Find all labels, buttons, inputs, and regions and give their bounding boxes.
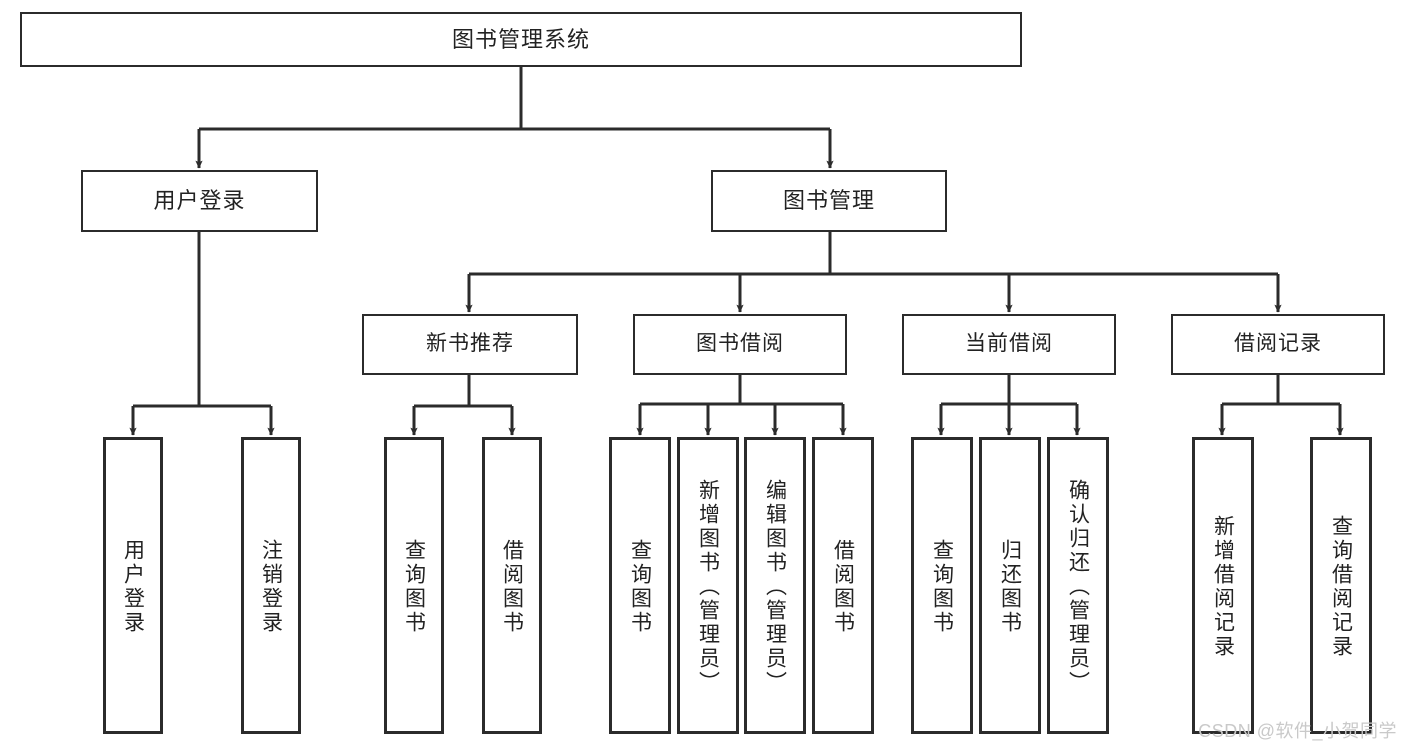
node-leaf-return-book-label: 归还图书 bbox=[998, 538, 1022, 635]
node-leaf-query-book-2-label: 查询图书 bbox=[628, 538, 652, 635]
node-leaf-query-book-3[interactable]: 查询图书 bbox=[911, 437, 973, 734]
node-leaf-query-book-1[interactable]: 查询图书 bbox=[384, 437, 444, 734]
node-book-management-label: 图书管理 bbox=[782, 188, 875, 214]
node-book-management[interactable]: 图书管理 bbox=[711, 170, 947, 232]
node-root-label: 图书管理系统 bbox=[451, 26, 590, 52]
node-root[interactable]: 图书管理系统 bbox=[20, 12, 1022, 67]
node-borrow-record-label: 借阅记录 bbox=[1234, 332, 1322, 356]
node-leaf-query-book-2[interactable]: 查询图书 bbox=[609, 437, 671, 734]
node-new-book-recommend-label: 新书推荐 bbox=[426, 332, 514, 356]
node-current-borrow-label: 当前借阅 bbox=[965, 332, 1053, 356]
node-leaf-confirm-return[interactable]: 确认归还（管理员） bbox=[1047, 437, 1109, 734]
node-user-login-label: 用户登录 bbox=[153, 188, 246, 214]
node-leaf-query-record-label: 查询借阅记录 bbox=[1329, 514, 1353, 659]
node-borrow-record[interactable]: 借阅记录 bbox=[1171, 314, 1385, 375]
node-leaf-borrow-book-1[interactable]: 借阅图书 bbox=[482, 437, 542, 734]
node-book-borrow[interactable]: 图书借阅 bbox=[633, 314, 847, 375]
node-new-book-recommend[interactable]: 新书推荐 bbox=[362, 314, 578, 375]
node-leaf-query-book-3-label: 查询图书 bbox=[930, 538, 954, 635]
node-leaf-logout-login-label: 注销登录 bbox=[259, 538, 283, 635]
node-leaf-edit-book[interactable]: 编辑图书（管理员） bbox=[744, 437, 806, 734]
node-leaf-borrow-book-1-label: 借阅图书 bbox=[500, 538, 524, 635]
node-book-borrow-label: 图书借阅 bbox=[696, 332, 784, 356]
node-leaf-logout-login[interactable]: 注销登录 bbox=[241, 437, 301, 734]
node-leaf-borrow-book-2[interactable]: 借阅图书 bbox=[812, 437, 874, 734]
node-leaf-query-book-1-label: 查询图书 bbox=[402, 538, 426, 635]
node-leaf-add-record[interactable]: 新增借阅记录 bbox=[1192, 437, 1254, 734]
node-user-login[interactable]: 用户登录 bbox=[81, 170, 318, 232]
node-leaf-borrow-book-2-label: 借阅图书 bbox=[831, 538, 855, 635]
node-leaf-query-record[interactable]: 查询借阅记录 bbox=[1310, 437, 1372, 734]
watermark-text: CSDN @软件_小贺同学 bbox=[1198, 721, 1397, 741]
node-leaf-edit-book-label: 编辑图书（管理员） bbox=[763, 478, 787, 695]
node-leaf-user-login-label: 用户登录 bbox=[121, 538, 145, 635]
node-leaf-add-record-label: 新增借阅记录 bbox=[1211, 514, 1235, 659]
node-leaf-add-book[interactable]: 新增图书（管理员） bbox=[677, 437, 739, 734]
node-leaf-return-book[interactable]: 归还图书 bbox=[979, 437, 1041, 734]
node-leaf-confirm-return-label: 确认归还（管理员） bbox=[1066, 478, 1090, 695]
node-leaf-add-book-label: 新增图书（管理员） bbox=[696, 478, 720, 695]
node-leaf-user-login[interactable]: 用户登录 bbox=[103, 437, 163, 734]
node-current-borrow[interactable]: 当前借阅 bbox=[902, 314, 1116, 375]
